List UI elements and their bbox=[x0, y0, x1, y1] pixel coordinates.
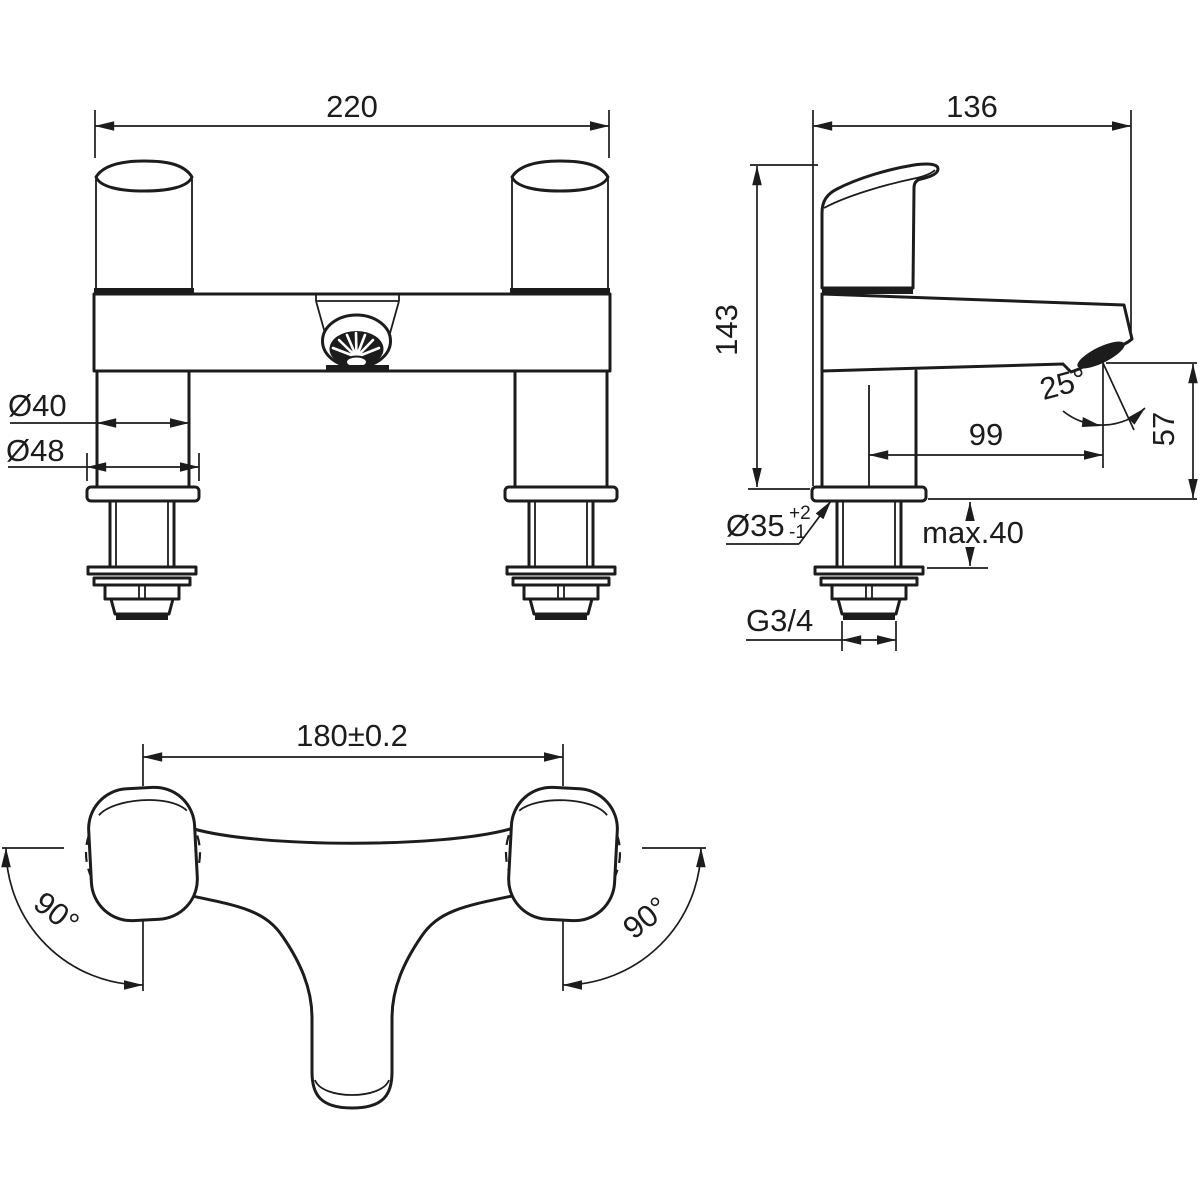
angle-arc bbox=[1, 847, 144, 990]
dim-g34-label: G3/4 bbox=[746, 603, 813, 638]
locknut bbox=[103, 583, 181, 601]
tailpiece bbox=[836, 597, 902, 616]
dim-d35-label: Ø35 bbox=[726, 508, 785, 543]
extension-lines bbox=[142, 744, 564, 786]
washer bbox=[813, 565, 925, 576]
right-leg bbox=[513, 369, 609, 489]
dim-90deg-right-label: 90° bbox=[616, 890, 674, 946]
tailpiece bbox=[528, 597, 594, 616]
plan-body bbox=[190, 827, 514, 1110]
plan-view: 180±0.2 90° 90° bbox=[1, 718, 706, 1110]
dim-136-label: 136 bbox=[946, 89, 998, 124]
dim-143-label: 143 bbox=[709, 304, 744, 356]
nut-facets bbox=[865, 585, 873, 599]
left-leg bbox=[95, 369, 191, 489]
locknut bbox=[522, 583, 600, 601]
extension-lines bbox=[94, 110, 610, 158]
body-and-spout bbox=[820, 292, 1134, 374]
body-top-edge bbox=[192, 827, 512, 845]
tailpiece bbox=[109, 597, 175, 616]
aerator bbox=[1077, 341, 1125, 369]
side-leg bbox=[820, 292, 918, 489]
angle-legs bbox=[1102, 357, 1135, 468]
handle-top-highlight bbox=[98, 799, 188, 816]
left-flange bbox=[85, 485, 201, 503]
side-flange bbox=[810, 485, 928, 503]
arc-arrowhead bbox=[1081, 417, 1101, 427]
handle-skirt bbox=[510, 288, 610, 294]
handle-sides bbox=[511, 179, 609, 288]
spout-cap-seam bbox=[314, 1079, 390, 1096]
left-shank-assembly bbox=[86, 499, 198, 620]
dim-connection-thread: G3/4 bbox=[746, 603, 897, 651]
nut-facets bbox=[138, 585, 146, 599]
left-handle-plan bbox=[87, 785, 199, 923]
dim-max-deck-thickness: max.40 bbox=[922, 501, 1024, 569]
handle-top-cap bbox=[510, 159, 610, 193]
extension-lines bbox=[812, 110, 1132, 486]
side-view: 136 143 25° 99 57 Ø35 +2 -1 bbox=[709, 89, 1198, 651]
handle-top-cap bbox=[94, 159, 194, 193]
dim-pillar-diameter: Ø40 bbox=[8, 388, 190, 428]
right-flange bbox=[503, 485, 619, 503]
left-handle-front bbox=[94, 159, 194, 294]
right-handle-plan bbox=[507, 785, 619, 923]
front-view: 220 Ø40 Ø48 bbox=[6, 89, 619, 620]
angle-arc bbox=[1062, 407, 1146, 426]
dim-99-label: 99 bbox=[969, 417, 1003, 452]
angle-arc bbox=[562, 847, 706, 990]
handle-skirt bbox=[94, 288, 194, 294]
dim-outlet-height: 57 bbox=[1106, 362, 1198, 499]
leader-arrow bbox=[798, 500, 832, 545]
dim-d48-label: Ø48 bbox=[6, 433, 65, 468]
dim-25deg-label: 25° bbox=[1036, 361, 1090, 407]
hose-outlet bbox=[315, 294, 400, 371]
dim-d35-tol-plus: +2 bbox=[789, 503, 811, 524]
handle-body bbox=[507, 785, 619, 923]
dim-max40-label: max.40 bbox=[922, 515, 1024, 550]
handle-top-highlight bbox=[518, 799, 608, 816]
dim-base-diameter: Ø48 bbox=[6, 433, 200, 481]
handle-sides bbox=[95, 179, 193, 288]
dim-180-label: 180±0.2 bbox=[296, 718, 408, 753]
dim-hole-diameter: Ø35 +2 -1 bbox=[726, 500, 832, 545]
body-bottom-and-spout bbox=[190, 894, 514, 1110]
dim-overall-width: 220 bbox=[94, 89, 610, 158]
locknut bbox=[830, 583, 908, 601]
handle-body bbox=[87, 785, 199, 923]
dim-57-label: 57 bbox=[1146, 412, 1181, 446]
dim-spout-reach: 99 bbox=[868, 417, 1104, 460]
outlet-spokes bbox=[331, 331, 381, 359]
dim-220-label: 220 bbox=[326, 89, 378, 124]
dim-depth: 136 bbox=[812, 89, 1132, 486]
dim-spout-angle: 25° bbox=[1036, 357, 1146, 468]
washer bbox=[86, 565, 198, 576]
washer bbox=[505, 565, 617, 576]
dim-d35-tol-minus: -1 bbox=[789, 522, 806, 543]
dim-hole-centres: 180±0.2 bbox=[142, 718, 564, 786]
nut-facets bbox=[557, 585, 565, 599]
right-shank-assembly bbox=[505, 499, 617, 620]
lever-top-edge bbox=[823, 169, 936, 209]
dim-height: 143 bbox=[709, 164, 818, 488]
handle-skirt bbox=[822, 288, 913, 294]
outlet-recess bbox=[315, 294, 400, 345]
lever-handle-profile bbox=[820, 162, 940, 290]
right-handle-front bbox=[510, 159, 610, 294]
handle-side bbox=[820, 162, 940, 294]
deck-reference-lines bbox=[748, 488, 1197, 500]
side-shank-assembly bbox=[813, 499, 925, 620]
dim-d40-label: Ø40 bbox=[8, 388, 67, 423]
